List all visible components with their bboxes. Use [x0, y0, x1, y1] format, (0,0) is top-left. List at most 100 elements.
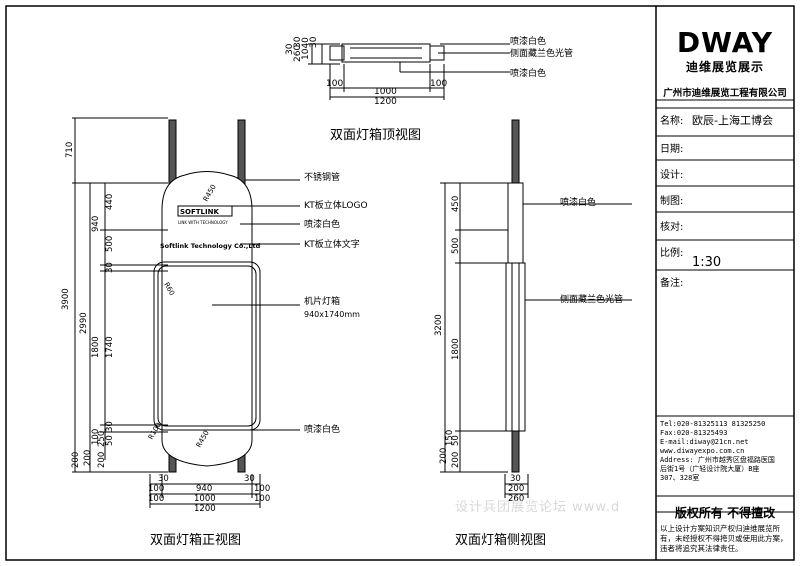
contact-fax: Fax:020-81325493 [660, 429, 728, 437]
label-paint-white: 喷漆白色 [304, 218, 340, 230]
front-logo-text: SOFTLINK [180, 208, 219, 216]
side-dim-150: 150 [445, 430, 455, 446]
dim-250: 250 [97, 431, 107, 447]
contact-address-1: Address: 广州市越秀区盘福路医国 [660, 456, 775, 464]
side-dim-450: 450 [451, 196, 461, 212]
dim-b1200: 1200 [194, 504, 216, 514]
tb-draw-label: 制图: [660, 196, 684, 207]
label-kt-logo: KT板立体LOGO [304, 199, 368, 211]
dim-260: 260 [293, 45, 303, 62]
contact-web: www.diwayexpo.com.cn [660, 447, 745, 455]
titleblock-lines [656, 99, 794, 513]
company-logo: DWAY [676, 26, 774, 59]
side-view-title: 双面灯箱侧视图 [455, 532, 546, 548]
dim-w100a: 100 [326, 79, 343, 89]
copyright-note: 以上设计方案知识产权归迪维展览所有，未经授权不得挎贝或使用此方案，违者将追究其法… [660, 524, 788, 553]
tb-date-label: 日期: [660, 144, 684, 155]
dim-710: 710 [65, 142, 75, 158]
dim-30a: 30 [285, 43, 295, 55]
dim-1040: 1040 [301, 37, 311, 60]
tb-check-label: 核对: [660, 222, 684, 233]
dim-200-b: 200 [97, 452, 107, 468]
tb-name-label: 名称: [660, 116, 684, 127]
front-bottom-dims: 30 30 100 940 100 100 1000 100 1200 [148, 474, 270, 514]
dim-b100c: 100 [148, 494, 164, 504]
top-label-paint-2: 喷漆白色 [510, 67, 546, 79]
label-lightbox: 机片灯箱 [304, 295, 340, 307]
side-dim-3200: 3200 [434, 314, 444, 336]
dim-200-c: 200 [71, 452, 81, 468]
dim-30-bottom: 30 [105, 421, 115, 432]
dim-100-left: 100 [91, 429, 101, 445]
side-dim-50: 50 [451, 435, 461, 446]
top-label-paint-1: 喷漆白色 [510, 35, 546, 47]
front-company-text: Softlink Technology Co.,Ltd [160, 242, 261, 250]
dim-500: 500 [105, 236, 115, 252]
tb-design-label: 设计: [660, 170, 684, 181]
side-label-lightpipe: 侧面藏兰色光管 [560, 293, 623, 305]
front-view-title: 双面灯箱正视图 [150, 532, 241, 548]
top-view-dims: 260 30 30 1040 30 100 1000 100 1200 [285, 36, 447, 107]
dim-b30a: 30 [158, 474, 169, 484]
front-view [72, 117, 300, 508]
top-view-left-pipe [329, 45, 345, 61]
side-dim-200a: 200 [439, 448, 449, 464]
dim-30b: 30 [293, 36, 303, 48]
dim-30-top: 30 [105, 262, 115, 273]
side-dim-500: 500 [451, 238, 461, 254]
side-dim-b200: 200 [508, 484, 524, 494]
contact-address-2: 后街1号（广轻设计院大厦）B座 [660, 465, 760, 473]
front-panel-text: SOFTLINK LINK WITH TECHNOLOGY Softlink T… [160, 208, 261, 250]
tb-scale-label: 比例: [660, 248, 684, 259]
dim-b100d: 100 [254, 494, 270, 504]
side-dim-b30: 30 [510, 474, 521, 484]
contact-info: Tel:020-81325113 81325250 Fax:020-813254… [660, 420, 792, 483]
side-view [440, 119, 632, 498]
dim-w100b: 100 [430, 79, 447, 89]
front-logo-slogan: LINK WITH TECHNOLOGY [178, 220, 228, 225]
radius-r100: R100 [147, 421, 163, 441]
dim-940: 940 [91, 216, 101, 232]
dim-30c: 30 [309, 36, 319, 48]
dim-1740: 1740 [105, 336, 115, 358]
front-logo-box [177, 205, 233, 217]
front-left-dims: 710 3900 940 440 500 30 2990 1800 1740 3… [61, 142, 115, 468]
dim-b940: 940 [196, 484, 212, 494]
side-left-dims: 450 500 3200 1800 200 150 50 200 [434, 196, 461, 468]
top-view-title: 双面灯箱顶视图 [330, 127, 421, 143]
side-label-paint: 喷漆白色 [560, 196, 596, 208]
frame-border [5, 5, 795, 561]
front-labels: 不锈钢管 KT板立体LOGO 喷漆白色 KT板立体文字 机片灯箱 940x174… [304, 171, 368, 435]
side-dim-1800: 1800 [451, 338, 461, 360]
contact-email: E-mail:diway@21cn.net [660, 438, 749, 446]
side-top-section [507, 182, 524, 264]
dim-3900: 3900 [61, 288, 71, 310]
tb-notes-label: 备注: [660, 278, 684, 289]
front-lightbox-inner [157, 265, 257, 427]
front-lightbox-frame [153, 261, 261, 431]
dim-1800: 1800 [91, 336, 101, 358]
dim-b100a: 100 [148, 484, 164, 494]
tb-scale-value: 1:30 [692, 255, 722, 270]
top-view-box [341, 43, 431, 63]
contact-tel: Tel:020-81325113 81325250 [660, 420, 766, 428]
side-dim-b260: 260 [508, 494, 524, 504]
copyright: 版权所有 不得擅改 [674, 506, 776, 520]
dim-440: 440 [105, 194, 115, 210]
dim-200-a: 200 [83, 450, 93, 466]
dim-b100b: 100 [254, 484, 270, 494]
company-name: 广州市迪维展览工程有限公司 [663, 88, 787, 99]
dim-w1000: 1000 [374, 87, 397, 97]
title-block: DWAY 迪维展览展示 广州市迪维展览工程有限公司 名称: 欧辰-上海工博会 日… [656, 8, 794, 560]
side-lightbox [505, 262, 526, 432]
top-view [308, 43, 510, 100]
side-dim-200b: 200 [451, 452, 461, 468]
top-label-lightpipe: 侧面藏兰色光管 [510, 47, 573, 59]
tb-name-value: 欧辰-上海工博会 [692, 114, 773, 127]
label-steel-pipe: 不锈钢管 [304, 171, 340, 183]
dim-b1000: 1000 [194, 494, 216, 504]
label-lightbox-size: 940x1740mm [304, 310, 360, 319]
company-logo-cn: 迪维展览展示 [685, 60, 764, 74]
contact-address-3: 307、328室 [660, 474, 700, 482]
